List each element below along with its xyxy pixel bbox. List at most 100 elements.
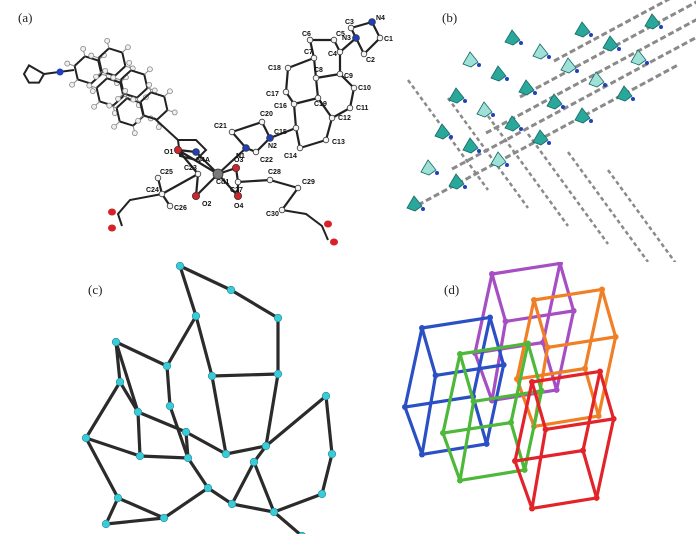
atom-c26	[166, 202, 174, 210]
net-edge	[458, 399, 476, 483]
linker-strand	[526, 133, 610, 245]
net-node	[525, 340, 531, 347]
net-node	[593, 494, 600, 501]
linker-strand	[485, 18, 696, 135]
net-edge	[558, 262, 576, 313]
framework-packing-drawing	[406, 0, 696, 262]
net-node	[529, 379, 535, 385]
nitrogen-atom	[631, 97, 635, 101]
atom-o2	[191, 191, 200, 200]
net-node	[115, 377, 125, 387]
bond	[177, 149, 219, 175]
atom-c6	[306, 36, 314, 44]
net-node	[135, 451, 145, 461]
cd-polyhedron	[434, 123, 451, 140]
atom-c12	[328, 114, 336, 122]
net-edge	[403, 326, 424, 409]
net-node	[321, 391, 331, 401]
atom-label: C8	[314, 67, 323, 74]
hydrogen-atom	[91, 103, 97, 110]
nitrogen-atom	[519, 41, 523, 45]
net-edge	[581, 369, 602, 453]
atom-c23	[194, 170, 202, 178]
net-edge	[229, 288, 280, 320]
nitrogen-atom	[463, 99, 467, 103]
net-edge	[546, 335, 618, 350]
net-edge	[230, 502, 276, 514]
net-edge	[210, 372, 280, 378]
atom-o3	[231, 163, 240, 172]
cd-polyhedron	[518, 79, 535, 96]
net-edge	[206, 486, 234, 506]
pyrene-ring	[95, 77, 125, 107]
atom-c27	[234, 178, 242, 186]
net-node	[610, 415, 617, 422]
atom-label: C12	[338, 115, 351, 122]
net-node	[221, 449, 231, 459]
net-edge	[165, 314, 198, 368]
imidazole-ring	[22, 63, 46, 84]
net-node	[580, 447, 586, 454]
interpenetrating-net-net-2	[514, 286, 619, 430]
net-node	[402, 404, 408, 411]
net-edge	[162, 486, 210, 520]
nitrogen-atom	[449, 135, 453, 139]
net-node	[162, 361, 172, 371]
linker-strand	[446, 97, 530, 209]
atom-c3	[347, 24, 355, 32]
net-node	[327, 449, 337, 459]
hydrogen-atom	[64, 60, 71, 67]
hydrogen-atom	[125, 44, 131, 51]
nitrogen-atom	[463, 185, 467, 189]
bond	[284, 67, 290, 93]
interpenetrated-nets-drawing	[402, 262, 619, 512]
atom-label: C19	[314, 101, 327, 108]
atom-c19	[314, 94, 322, 102]
net-node	[500, 361, 507, 368]
linker-strand	[406, 79, 490, 191]
atom-label: C24	[146, 187, 159, 194]
net-node	[470, 398, 477, 405]
net-node	[597, 368, 603, 375]
nitrogen-atom	[533, 91, 537, 95]
atom-c13	[322, 136, 330, 144]
cd-polyhedron	[490, 151, 507, 168]
net-edge	[595, 417, 616, 500]
net-edge	[403, 405, 424, 457]
hydrogen-atom	[115, 95, 121, 102]
net-edge	[490, 262, 562, 276]
atom-label: Cd1	[216, 179, 229, 186]
cd-polyhedron	[602, 35, 619, 52]
atom-n1	[242, 144, 250, 152]
cd-polyhedron	[504, 29, 521, 46]
atom-cd1	[212, 168, 224, 180]
atom-c16	[290, 100, 298, 108]
net-node	[227, 499, 237, 509]
atom-n4a	[192, 148, 200, 156]
bond	[294, 127, 302, 149]
net-edge	[541, 340, 559, 392]
linker-strand	[566, 151, 650, 262]
bond	[315, 72, 341, 80]
net-edge	[320, 452, 334, 496]
bond	[292, 103, 298, 129]
hydrogen-atom	[126, 59, 133, 66]
pyrene-ring	[73, 55, 103, 85]
net-edge	[104, 496, 120, 526]
atom-c1	[376, 34, 384, 42]
net-edge	[488, 315, 506, 367]
atom-c22	[252, 148, 260, 156]
atom-c9	[336, 70, 344, 78]
atom-label: C27	[230, 187, 243, 194]
atom-label: C20	[260, 111, 273, 118]
net-node	[273, 313, 283, 323]
atom-label: C6	[302, 31, 311, 38]
atom-label: C9	[344, 73, 353, 80]
atom-c14	[296, 144, 304, 152]
net-edge	[184, 430, 228, 456]
net-edge	[541, 262, 562, 345]
oxygen-atom	[330, 238, 338, 246]
atom-o4	[233, 191, 242, 200]
net-node	[521, 466, 528, 473]
nitrogen-atom	[659, 25, 663, 29]
